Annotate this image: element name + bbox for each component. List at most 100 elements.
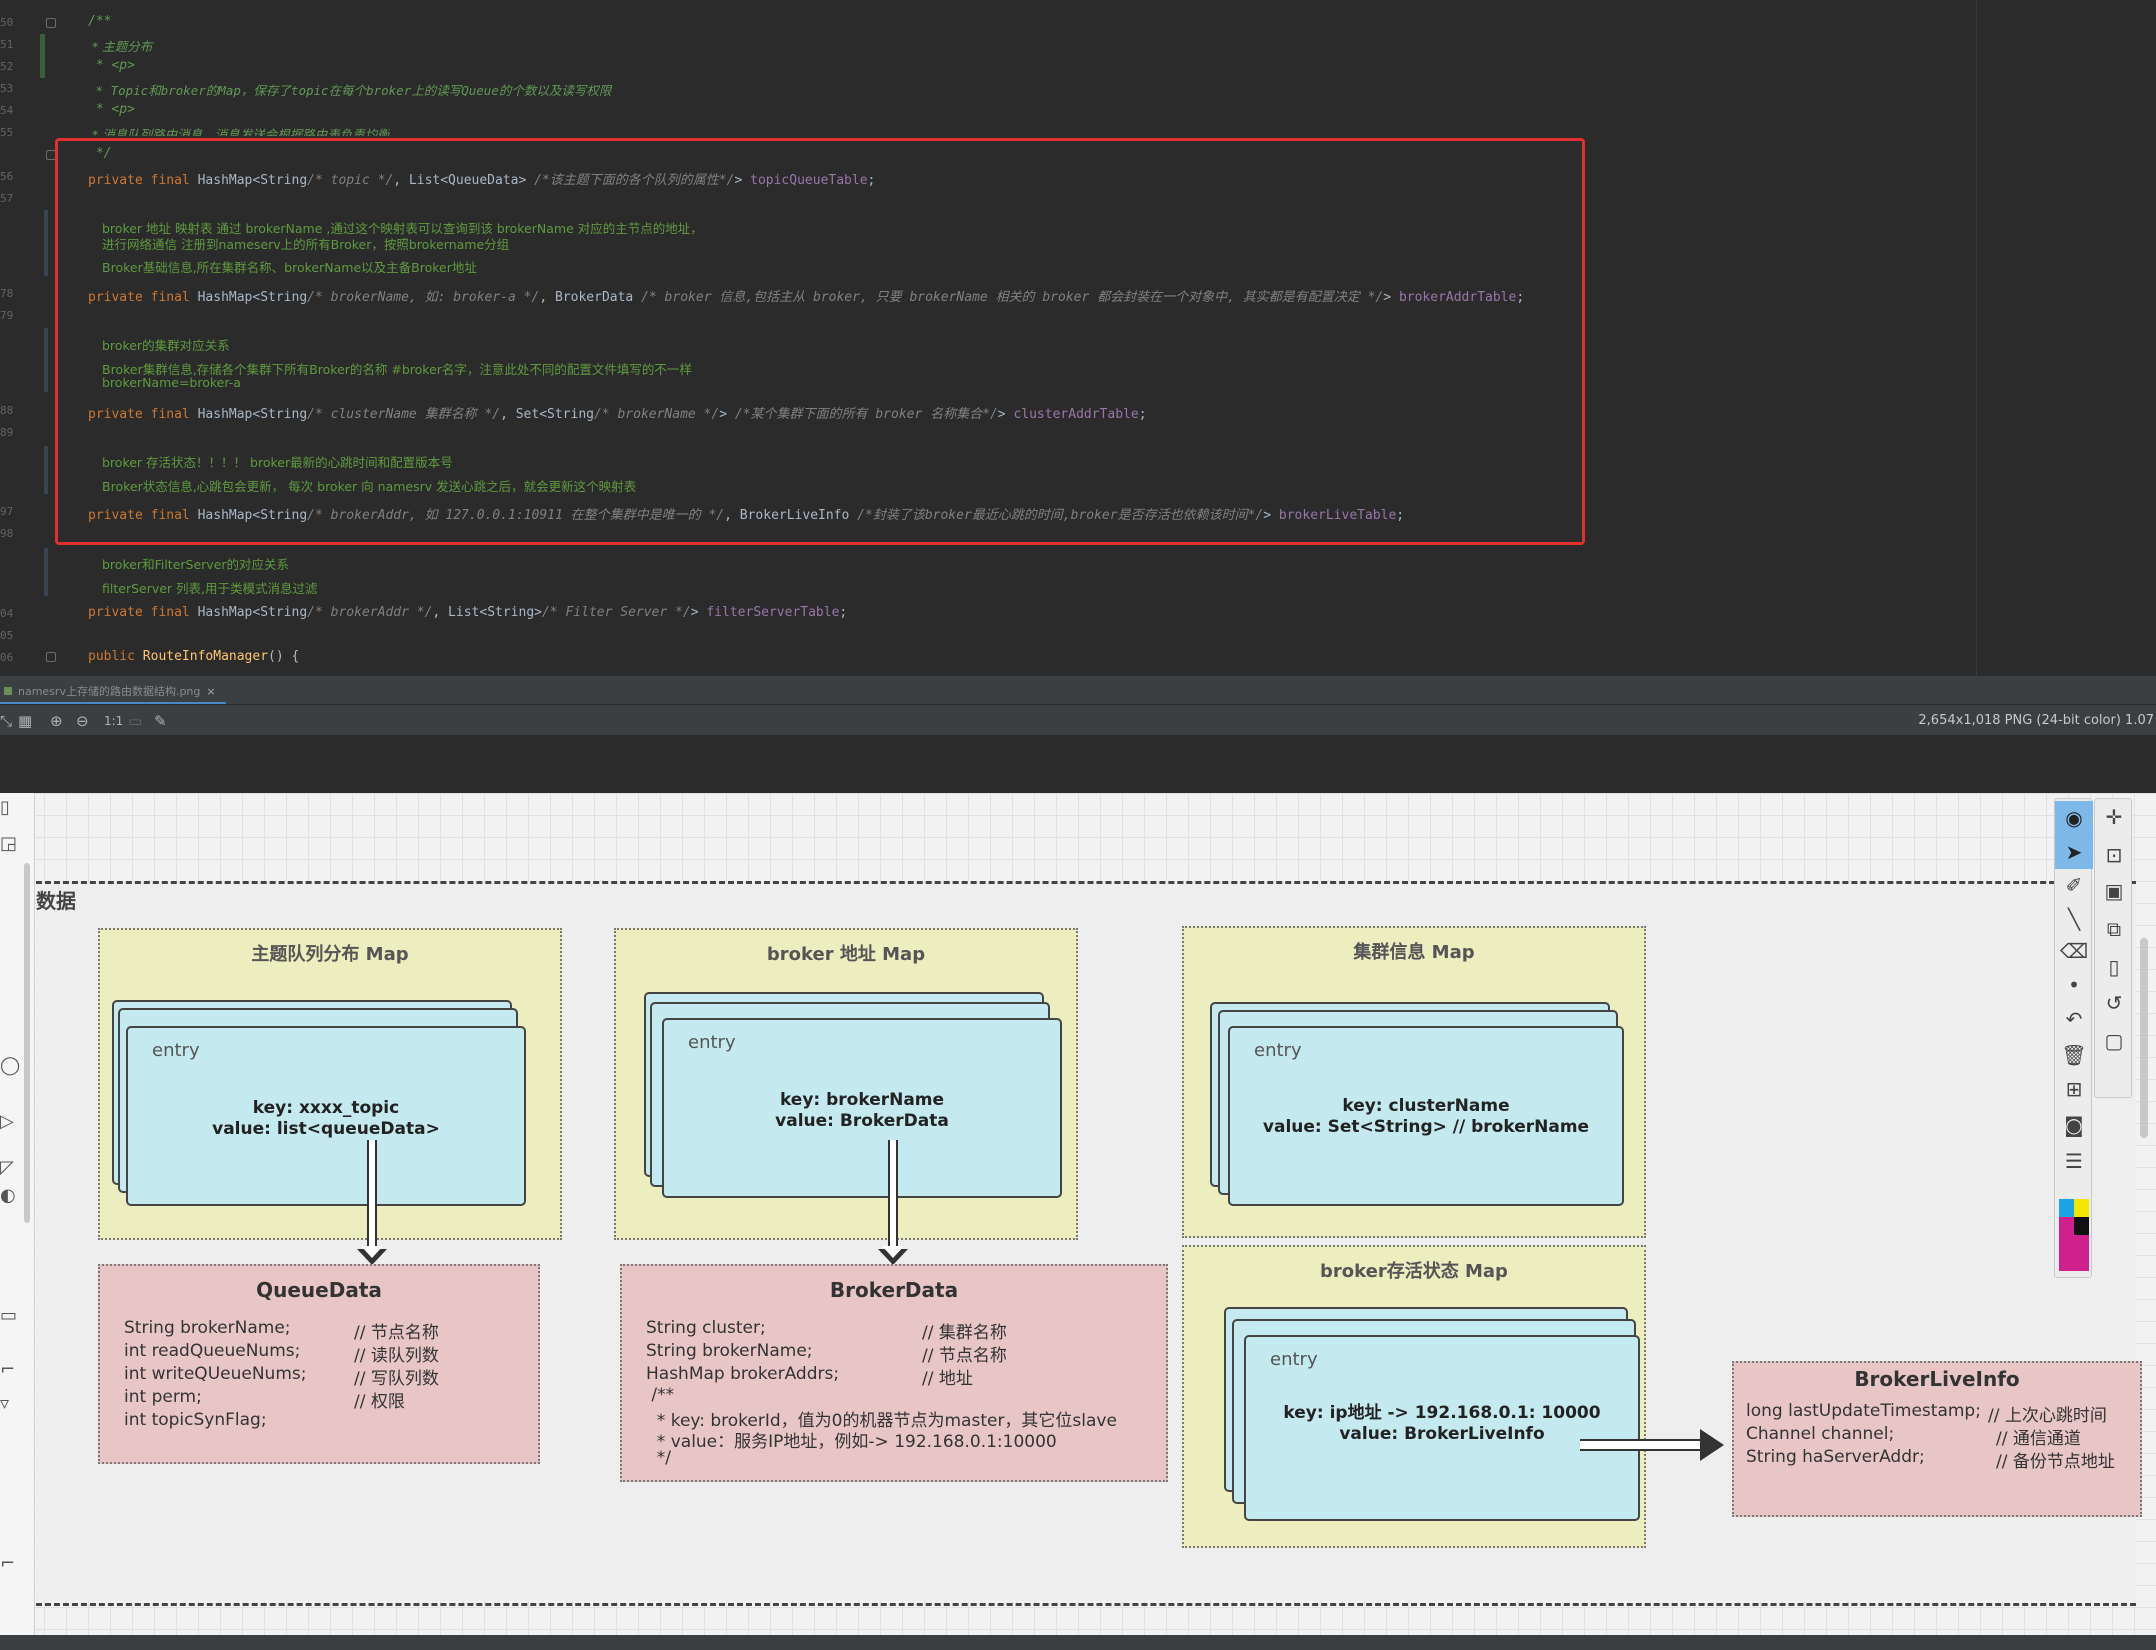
arrow-tool-icon[interactable]: ▷ bbox=[0, 1111, 14, 1132]
code-line-broker-live-table[interactable]: private final HashMap<String/* brokerAdd… bbox=[88, 504, 1404, 523]
field-name: brokerAddrTable bbox=[1398, 290, 1517, 305]
clipboard-icon[interactable]: ☰ bbox=[2065, 1149, 2083, 1173]
color-palette[interactable] bbox=[2059, 1199, 2089, 1271]
change-marker bbox=[40, 34, 45, 78]
copy-icon[interactable]: ⧉ bbox=[2106, 917, 2122, 941]
code-line-filter-server-table[interactable]: private final HashMap<String/* brokerAdd… bbox=[88, 605, 847, 620]
line-tool-icon[interactable]: ⌐ bbox=[0, 1359, 16, 1380]
zoom-in-icon[interactable]: ⊕ bbox=[50, 712, 63, 730]
color-swatch[interactable] bbox=[2059, 1199, 2074, 1217]
code-line-topic-queue-table[interactable]: private final HashMap<String/* topic */,… bbox=[88, 169, 875, 188]
entry-card[interactable]: entry key: brokerName value: BrokerData bbox=[662, 1018, 1062, 1198]
semicolon: ; bbox=[1396, 508, 1405, 523]
color-swatch[interactable] bbox=[2059, 1217, 2074, 1271]
color-picker-icon[interactable]: ✎ bbox=[154, 712, 167, 730]
zoom-out-icon[interactable]: ⊖ bbox=[76, 712, 89, 730]
rendered-doc-line: 进行网络通信 注册到nameserv上的所有Broker，按照brokernam… bbox=[102, 237, 510, 252]
code-line-broker-addr-table[interactable]: private final HashMap<String/* brokerNam… bbox=[88, 286, 1524, 305]
grid-icon[interactable]: ▦ bbox=[18, 712, 33, 730]
arrow-shaft bbox=[367, 1140, 377, 1250]
eye-icon[interactable]: ◉ bbox=[2055, 801, 2093, 835]
history-icon[interactable]: ↺ bbox=[2105, 991, 2123, 1015]
type: , List<QueueData> bbox=[393, 173, 535, 188]
keyword: private bbox=[88, 407, 143, 422]
eraser-icon[interactable]: ⌫ bbox=[2059, 939, 2089, 963]
dot-icon[interactable]: • bbox=[2068, 973, 2080, 997]
color-swatch[interactable] bbox=[2074, 1199, 2089, 1217]
undo-icon[interactable]: ↶ bbox=[2065, 1007, 2083, 1031]
code-line-constructor[interactable]: public RouteInfoManager() { bbox=[88, 649, 299, 664]
code-editor[interactable]: 50 51 52 53 54 55 56 57 78 79 88 89 97 9… bbox=[0, 0, 2156, 676]
type: > bbox=[1383, 290, 1399, 305]
rendered-doc-bar bbox=[44, 328, 48, 392]
tab-image-file[interactable]: namesrv上存储的路由数据结构.png × bbox=[0, 680, 226, 704]
line-number: 79 bbox=[0, 309, 14, 322]
broker-addr-map[interactable]: broker 地址 Map entry key: brokerName valu… bbox=[614, 928, 1078, 1240]
vertical-scrollbar[interactable] bbox=[24, 863, 30, 1223]
image-file-icon bbox=[4, 687, 12, 695]
line-icon[interactable]: ╲ bbox=[2067, 907, 2081, 931]
keyword: private bbox=[88, 173, 143, 188]
broker-data-class[interactable]: BrokerData String cluster; // 集群名称 Strin… bbox=[620, 1264, 1168, 1482]
type: , Set<String bbox=[500, 407, 594, 422]
rendered-doc-line: broker 地址 映射表 通过 brokerName ,通过这个映射表可以查询… bbox=[102, 221, 703, 236]
line-number: 50 bbox=[0, 16, 14, 29]
field-decl: String cluster; bbox=[646, 1318, 766, 1338]
entry-card[interactable]: entry key: xxxx_topic value: list<queueD… bbox=[126, 1026, 526, 1206]
line-number: 97 bbox=[0, 505, 14, 518]
entry-card[interactable]: entry key: clusterName value: Set<String… bbox=[1228, 1026, 1624, 1206]
color-swatch[interactable] bbox=[2074, 1235, 2089, 1271]
cluster-addr-map[interactable]: 集群信息 Map entry key: clusterName value: S… bbox=[1182, 926, 1646, 1238]
javadoc-close: */ bbox=[88, 146, 112, 161]
highlighter-icon[interactable]: ✐ bbox=[2065, 873, 2083, 897]
bus-icon[interactable]: ⊞ bbox=[2065, 1077, 2083, 1101]
broker-live-map[interactable]: broker存活状态 Map entry key: ip地址 -> 192.16… bbox=[1182, 1245, 1646, 1548]
pointer-tool-icon[interactable]: ▿ bbox=[0, 1393, 10, 1414]
vertical-scrollbar[interactable] bbox=[2140, 938, 2148, 1138]
close-icon[interactable]: × bbox=[206, 684, 216, 698]
trash-icon[interactable]: 🗑 bbox=[2061, 1043, 2087, 1067]
file-icon[interactable]: ▯ bbox=[2108, 955, 2120, 979]
broker-live-info-class[interactable]: BrokerLiveInfo long lastUpdateTimestamp;… bbox=[1732, 1361, 2142, 1517]
line-gutter: 50 51 52 53 54 55 56 57 78 79 88 89 97 9… bbox=[0, 0, 56, 676]
class-title: QueueData bbox=[256, 1278, 382, 1302]
triangle-tool-icon[interactable]: ◸ bbox=[0, 1157, 14, 1178]
camera-icon[interactable]: ◙ bbox=[2064, 1113, 2084, 1137]
keyword: private bbox=[88, 508, 143, 523]
pointer-icon[interactable]: ➤ bbox=[2055, 835, 2093, 869]
code-line-cluster-addr-table[interactable]: private final HashMap<String/* clusterNa… bbox=[88, 403, 1147, 422]
entry-value: value: BrokerLiveInfo bbox=[1339, 1424, 1545, 1444]
connector-tool-icon[interactable]: ⌐ bbox=[0, 1553, 16, 1574]
topic-queue-map[interactable]: 主题队列分布 Map entry key: xxxx_topic value: … bbox=[98, 928, 562, 1240]
note-tool-icon[interactable]: ◲ bbox=[0, 833, 18, 854]
crosshair-icon[interactable]: ✛ bbox=[2105, 805, 2123, 829]
keyword: final bbox=[150, 407, 190, 422]
actual-size-button[interactable]: 1:1 bbox=[104, 714, 124, 728]
type: , BrokerData bbox=[539, 290, 642, 305]
comment-icon[interactable]: ▢ bbox=[2104, 1029, 2124, 1053]
crop-icon[interactable]: ⊡ bbox=[2105, 843, 2123, 867]
tab-label: namesrv上存储的路由数据结构.png bbox=[18, 685, 201, 698]
fold-icon[interactable] bbox=[46, 18, 56, 28]
diagram-canvas[interactable]: ▯ ◲ ◯ ▷ ◸ ◐ ▭ ⌐ ▿ ⌐ 数据 主题队列分布 Map entry … bbox=[0, 793, 2156, 1635]
line-number: 89 bbox=[0, 426, 14, 439]
class-title: BrokerData bbox=[829, 1278, 959, 1302]
fold-icon[interactable] bbox=[46, 652, 56, 662]
queue-data-class[interactable]: QueueData String brokerName; // 节点名称 int… bbox=[98, 1264, 540, 1464]
color-swatch[interactable] bbox=[2074, 1217, 2089, 1235]
entry-key: key: brokerName bbox=[779, 1090, 945, 1110]
fit-icon[interactable]: ⤡ bbox=[0, 712, 13, 730]
highlight-rectangle bbox=[55, 138, 1585, 545]
javadoc-line: * <p> bbox=[88, 58, 135, 73]
text-tool-icon[interactable]: ▯ bbox=[0, 797, 10, 818]
cylinder-tool-icon[interactable]: ◐ bbox=[0, 1185, 16, 1206]
field-decl: String haServerAddr; bbox=[1746, 1447, 1925, 1467]
field-name: topicQueueTable bbox=[750, 173, 868, 188]
rendered-doc-line: Broker集群信息,存储各个集群下所有Broker的名称 #broker名字，… bbox=[102, 362, 692, 377]
background-icon[interactable]: ▭ bbox=[128, 712, 143, 730]
javadoc-line: * Topic和broker的Map，保存了topic在每个broker上的读写… bbox=[88, 83, 612, 98]
rect-tool-icon[interactable]: ▭ bbox=[0, 1305, 18, 1326]
stamp-icon[interactable]: ▣ bbox=[2104, 879, 2124, 903]
entry-card[interactable]: entry key: ip地址 -> 192.168.0.1: 10000 va… bbox=[1244, 1335, 1640, 1521]
circle-tool-icon[interactable]: ◯ bbox=[0, 1055, 21, 1076]
